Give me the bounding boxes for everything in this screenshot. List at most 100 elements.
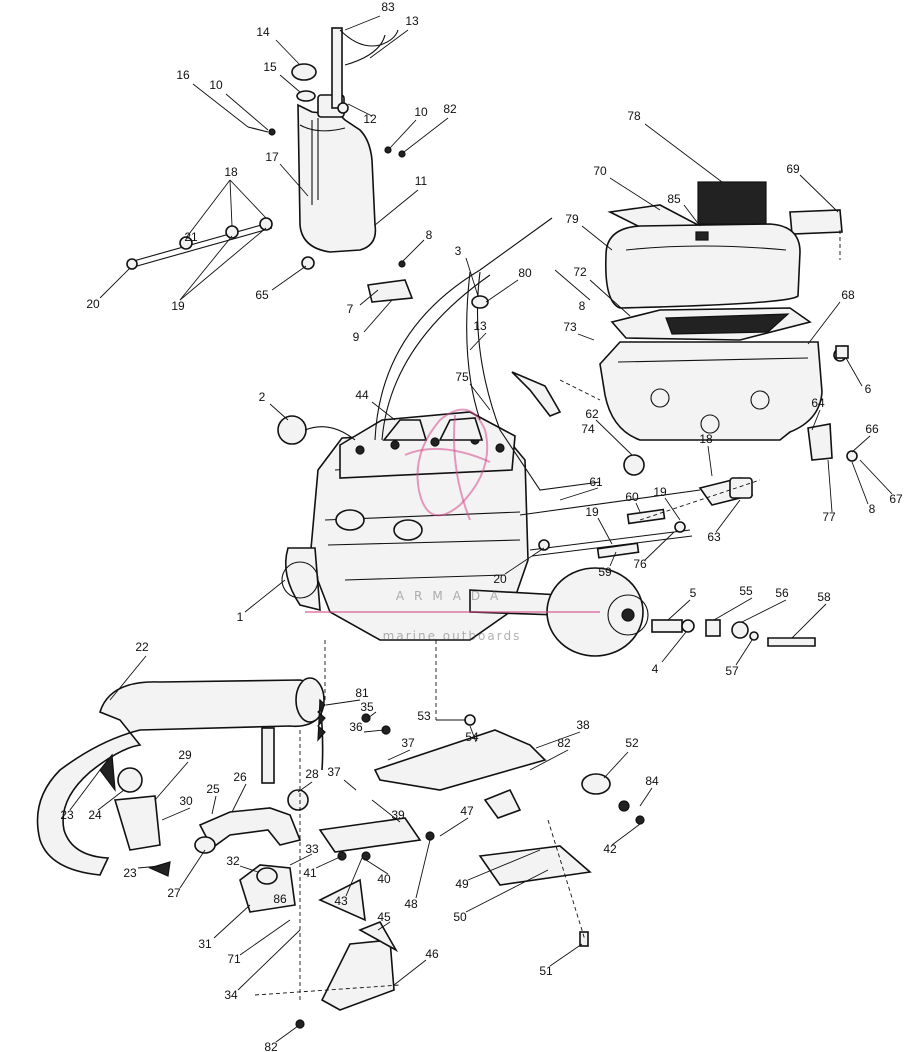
- watermark-brand: ARMADA: [396, 589, 508, 603]
- callout-5: 5: [690, 586, 697, 600]
- callout-13: 13: [473, 319, 487, 333]
- watermark-logo: [305, 408, 600, 613]
- air-filter-element: [697, 181, 767, 225]
- callout-8: 8: [579, 299, 586, 313]
- callout-28: 28: [305, 767, 319, 781]
- callout-59: 59: [598, 565, 612, 579]
- callout-56: 56: [775, 586, 789, 600]
- callout-49: 49: [455, 877, 469, 891]
- air-box-cover: [604, 223, 801, 309]
- callout-23: 23: [60, 808, 74, 822]
- callout-12: 12: [363, 112, 377, 126]
- exhaust-assembly: [36, 677, 366, 922]
- callout-46: 46: [425, 947, 439, 961]
- callout-3: 3: [455, 244, 462, 258]
- callout-44: 44: [355, 388, 369, 402]
- mount-bracket: [318, 817, 422, 853]
- callout-76: 76: [633, 557, 647, 571]
- callout-80: 80: [518, 266, 532, 280]
- callout-70: 70: [593, 164, 607, 178]
- callout-41: 41: [303, 866, 317, 880]
- callout-82: 82: [264, 1040, 278, 1052]
- callout-85: 85: [667, 192, 681, 206]
- callout-54: 54: [465, 730, 479, 744]
- callout-82: 82: [443, 102, 457, 116]
- callout-10: 10: [209, 78, 223, 92]
- callout-67: 67: [889, 492, 903, 506]
- engine-mount-plates: [295, 713, 645, 1029]
- cylinder-head: [339, 411, 516, 479]
- callout-50: 50: [453, 910, 467, 924]
- engine-mount-plate: [373, 729, 547, 791]
- callout-15: 15: [263, 60, 277, 74]
- callout-20: 20: [493, 572, 507, 586]
- callout-27: 27: [167, 886, 181, 900]
- callout-37: 37: [327, 765, 341, 779]
- callout-60: 60: [625, 490, 639, 504]
- callout-32: 32: [226, 854, 240, 868]
- callout-30: 30: [179, 794, 193, 808]
- callout-11: 11: [415, 174, 428, 188]
- callout-37: 37: [401, 736, 415, 750]
- callout-18: 18: [699, 432, 713, 446]
- primer-bulb: [277, 415, 307, 445]
- callout-8: 8: [869, 502, 876, 516]
- callout-72: 72: [573, 265, 587, 279]
- callout-61: 61: [589, 475, 603, 489]
- carburetor-lines: [511, 371, 858, 559]
- callout-25: 25: [206, 782, 220, 796]
- callout-58: 58: [817, 590, 831, 604]
- exhaust-manifold: [198, 807, 302, 850]
- driven-shaft-parts: [651, 619, 816, 647]
- engine-assembly: [281, 411, 649, 657]
- oil-line-assembly: [126, 217, 273, 270]
- callout-20: 20: [86, 297, 100, 311]
- callout-73: 73: [563, 320, 577, 334]
- callout-40: 40: [377, 872, 391, 886]
- tank-bracket: [367, 279, 414, 303]
- callout-75: 75: [455, 370, 469, 384]
- air-box-assembly: [599, 181, 849, 441]
- callout-45: 45: [377, 910, 391, 924]
- callout-10: 10: [414, 105, 428, 119]
- callout-57: 57: [725, 664, 739, 678]
- callout-63: 63: [707, 530, 721, 544]
- callout-68: 68: [841, 288, 855, 302]
- callout-52: 52: [625, 736, 639, 750]
- callout-26: 26: [233, 770, 247, 784]
- callout-78: 78: [627, 109, 641, 123]
- callout-19: 19: [653, 485, 667, 499]
- callout-69: 69: [786, 162, 800, 176]
- callout-55: 55: [739, 584, 753, 598]
- oil-tank: [297, 103, 377, 253]
- callout-8: 8: [426, 228, 433, 242]
- callout-51: 51: [539, 964, 553, 978]
- callout-23: 23: [123, 866, 137, 880]
- callout-2: 2: [259, 390, 266, 404]
- engine-mount: [581, 773, 611, 795]
- callout-17: 17: [265, 150, 279, 164]
- callout-65: 65: [255, 288, 269, 302]
- leader-lines: [69, 15, 893, 1043]
- callout-7: 7: [347, 302, 354, 316]
- cap-seal: [296, 90, 316, 102]
- callout-18: 18: [224, 165, 238, 179]
- callout-24: 24: [88, 808, 102, 822]
- watermark-tagline: marine outboards: [383, 629, 522, 643]
- callout-39: 39: [391, 808, 405, 822]
- callout-84: 84: [645, 774, 659, 788]
- callout-6: 6: [865, 382, 872, 396]
- alignment-lines: [254, 230, 841, 1000]
- tank-cap: [291, 63, 317, 81]
- recoil-starter: [284, 547, 321, 612]
- callout-79: 79: [565, 212, 579, 226]
- callout-36: 36: [349, 720, 363, 734]
- callout-71: 71: [227, 952, 241, 966]
- callout-48: 48: [404, 897, 418, 911]
- callout-47: 47: [460, 804, 474, 818]
- callout-42: 42: [603, 842, 617, 856]
- callout-35: 35: [360, 700, 374, 714]
- oil-tank-assembly: [247, 27, 414, 303]
- callout-16: 16: [176, 68, 190, 82]
